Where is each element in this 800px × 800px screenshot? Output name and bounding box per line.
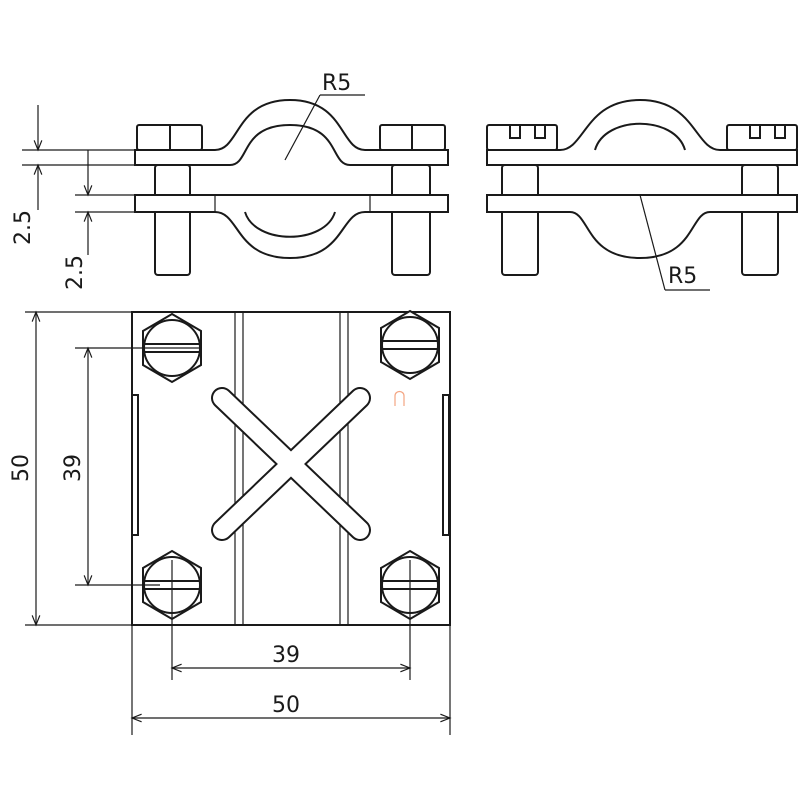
width-inner-label: 39 [272, 643, 300, 668]
plan-dimensions: 50 39 39 50 [9, 310, 452, 735]
radius-label-top: R5 [322, 71, 351, 96]
height-inner-label: 39 [61, 454, 86, 482]
thickness-label-upper: 2.5 [11, 210, 36, 245]
side-view-right [486, 98, 798, 276]
height-outer-label: 50 [9, 454, 34, 482]
cross-rib [211, 387, 371, 541]
radius-callout-right: R5 [639, 194, 710, 291]
width-outer-label: 50 [272, 693, 300, 718]
thickness-label-lower: 2.5 [63, 255, 88, 290]
thickness-dimensions: 2.5 2.5 [11, 105, 135, 290]
orange-mark [394, 390, 405, 406]
radius-callout-top: R5 [284, 71, 365, 161]
plan-view [131, 309, 451, 626]
radius-label-right: R5 [668, 264, 697, 289]
side-view-left [134, 98, 449, 276]
